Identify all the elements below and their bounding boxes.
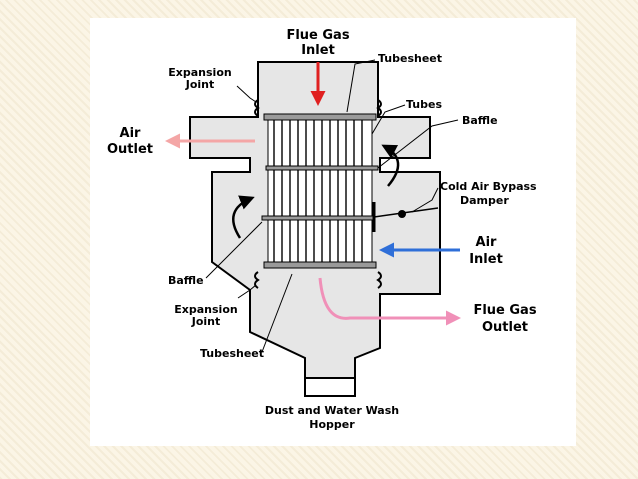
label-baffle-left: Baffle [168, 274, 204, 287]
label-cold-air-bypass-2: Damper [460, 194, 509, 207]
tubesheet-top-plate [263, 113, 377, 121]
expansion-joint-top [254, 99, 382, 117]
label-cold-air-bypass-1: Cold Air Bypass [440, 180, 537, 193]
label-flue-gas-outlet-2: Outlet [482, 320, 528, 335]
label-flue-gas-inlet-2: Inlet [301, 43, 335, 58]
damper-pivot [398, 210, 406, 218]
right-swirl-arrow [381, 144, 400, 187]
label-air-inlet-2: Inlet [469, 252, 503, 267]
label-hopper-1: Dust and Water Wash [265, 404, 399, 417]
label-tubesheet-top: Tubesheet [378, 52, 442, 65]
label-tubes: Tubes [406, 98, 442, 111]
label-air-outlet-1: Air [120, 126, 142, 141]
tubesheet-bottom-plate [263, 261, 377, 269]
label-tubesheet-bottom: Tubesheet [200, 347, 264, 360]
label-flue-gas-inlet-1: Flue Gas [286, 28, 349, 43]
left-swirl-arrow [232, 195, 255, 239]
leader-lines [205, 59, 459, 353]
label-expansion-joint-top-2: Joint [185, 78, 215, 91]
baffle-right-plate [265, 165, 379, 171]
hopper-shape [304, 377, 356, 397]
baffle-left-plate [261, 215, 375, 221]
tubes [273, 118, 363, 266]
label-expansion-joint-top-1: Expansion [168, 66, 231, 79]
label-flue-gas-outlet-1: Flue Gas [473, 303, 536, 318]
damper-link [373, 207, 439, 218]
tube-bundle [267, 117, 373, 267]
label-hopper-2: Hopper [309, 418, 355, 431]
label-air-inlet-1: Air [476, 235, 498, 250]
flue-gas-outlet-arrow [318, 277, 461, 326]
label-air-outlet-2: Outlet [107, 142, 153, 157]
label-expansion-joint-bottom-1: Expansion [174, 303, 237, 316]
label-expansion-joint-bottom-2: Joint [191, 315, 221, 328]
label-baffle-right: Baffle [462, 114, 498, 127]
